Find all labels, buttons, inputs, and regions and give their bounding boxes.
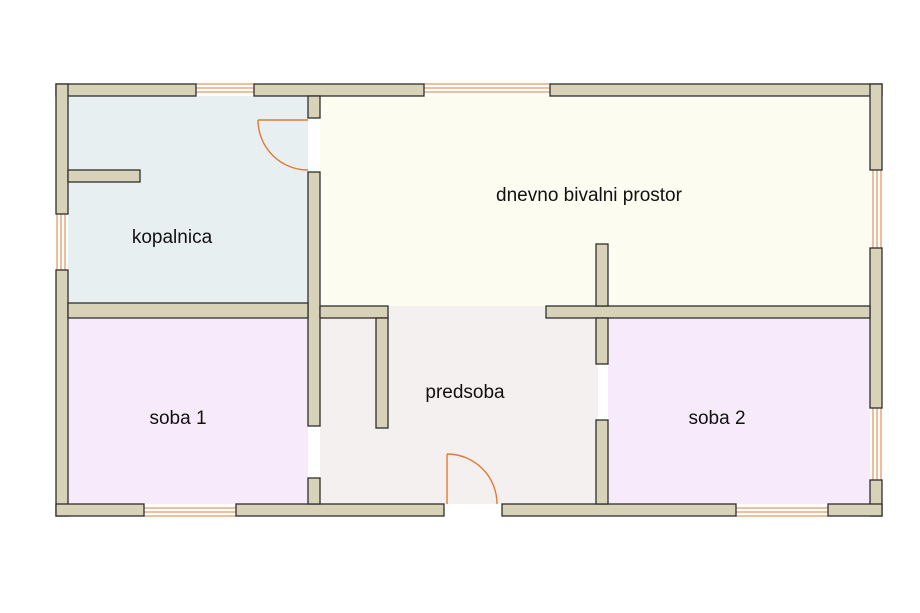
wall-dnevno-stub	[595, 243, 609, 307]
door-entrance	[446, 453, 498, 505]
wall-soba2-top	[545, 305, 871, 319]
room-dnevno-floor	[320, 96, 870, 306]
label-kopalnica: kopalnica	[132, 227, 213, 248]
wall-left-1	[55, 83, 69, 215]
label-soba1: soba 1	[149, 408, 206, 429]
wall-kopalnica-stub	[67, 169, 141, 183]
wall-top-1	[55, 83, 197, 97]
room-predsoba-floor	[320, 306, 598, 504]
wall-left-2	[55, 269, 69, 517]
wall-bottom-2	[235, 503, 445, 517]
doors	[257, 119, 498, 505]
window-bottom-soba1	[144, 507, 236, 517]
room-labels: kopalnica dnevno bivalni prostor predsob…	[132, 185, 746, 429]
wall-center-left-2	[307, 171, 321, 427]
room-soba2-floor	[608, 318, 870, 504]
window-left-kopalnica	[56, 214, 66, 270]
wall-bottom-4	[827, 503, 883, 517]
window-top-dnevno	[424, 83, 550, 93]
wall-soba2-left-2	[595, 419, 609, 505]
wall-bottom-3	[501, 503, 737, 517]
wall-right-1	[869, 83, 883, 171]
wall-right-2	[869, 247, 883, 409]
wall-soba2-left-1	[595, 317, 609, 365]
label-dnevno: dnevno bivalni prostor	[496, 185, 683, 206]
label-predsoba: predsoba	[425, 382, 505, 403]
windows	[56, 83, 882, 517]
door-kopalnica	[257, 119, 309, 171]
window-right-dnevno	[872, 170, 882, 248]
wall-kopalnica-soba1	[67, 302, 309, 319]
wall-center-left-1	[307, 95, 321, 119]
walls	[55, 83, 883, 517]
wall-predsoba-top	[319, 305, 389, 319]
window-bottom-soba2	[736, 507, 828, 517]
wall-top-3	[549, 83, 883, 97]
window-top-kopalnica	[196, 83, 254, 93]
label-soba2: soba 2	[688, 408, 745, 429]
wall-predsoba-stub	[375, 317, 389, 429]
wall-bottom-1	[55, 503, 145, 517]
room-soba1-floor	[68, 318, 308, 504]
window-right-soba2	[872, 408, 882, 480]
room-floors	[68, 96, 870, 504]
room-kopalnica-floor	[68, 96, 308, 303]
wall-top-2	[253, 83, 425, 97]
wall-center-left-3	[307, 477, 321, 505]
